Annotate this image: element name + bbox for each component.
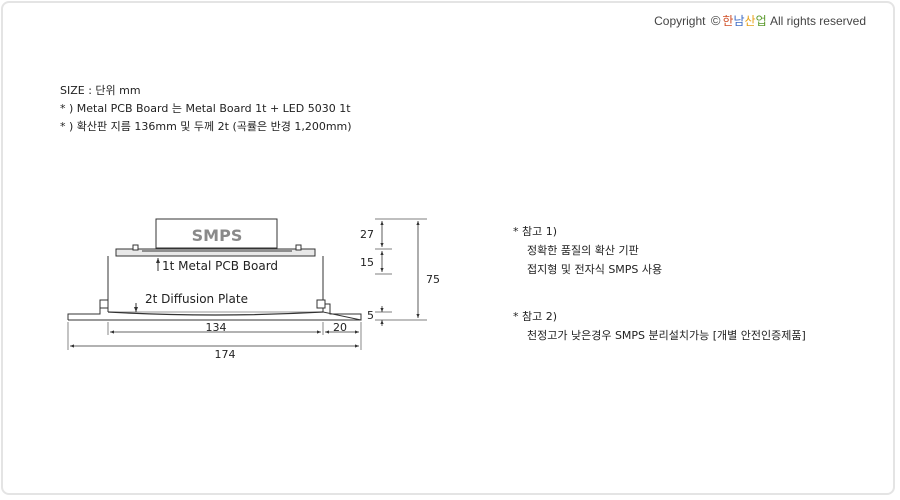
brand-char-4: 업 xyxy=(755,14,767,28)
copyright-symbol: © xyxy=(710,13,721,28)
dim-20: 20 xyxy=(333,321,347,334)
smps-label: SMPS xyxy=(192,226,243,245)
pcb-tab-right xyxy=(295,244,302,251)
dim-27: 27 xyxy=(360,228,374,241)
ref-1-line-1: 정확한 품질의 확산 기판 xyxy=(527,244,639,257)
smps-box xyxy=(155,218,278,249)
dim-174: 174 xyxy=(215,348,236,361)
note-unit: SIZE : 단위 mm xyxy=(60,84,141,97)
brand-char-1: 한 xyxy=(722,14,734,28)
pcb-board xyxy=(115,248,316,257)
reference-notes: * 참고 1) 정확한 품질의 확산 기판 접지형 및 전자식 SMPS 사용 … xyxy=(513,222,806,345)
housing-body xyxy=(107,256,324,304)
copyright-prefix: Copyright xyxy=(654,14,706,28)
note-pcb: * ) Metal PCB Board 는 Metal Board 1t + L… xyxy=(60,102,351,115)
copyright-notice: Copyright ©한남산업 All rights reserved xyxy=(654,12,866,29)
ref-2-line-1: 천정고가 낮은경우 SMPS 분리설치가능 [개별 안전인증제품] xyxy=(527,329,806,342)
dim-75: 75 xyxy=(426,273,440,286)
brand-char-2: 남 xyxy=(733,14,745,28)
note-diffuser: * ) 확산판 지름 136mm 및 두께 2t (곡률은 반경 1,200mm… xyxy=(60,120,352,133)
flange-bracket-right xyxy=(316,299,326,309)
pcb-tab-left xyxy=(132,244,139,251)
ref-2-heading: * 참고 2) xyxy=(513,310,558,323)
flange-bracket-left xyxy=(99,299,109,309)
copyright-suffix: All rights reserved xyxy=(769,14,866,28)
pcb-label: 1t Metal PCB Board xyxy=(162,259,278,273)
plate-label: 2t Diffusion Plate xyxy=(145,292,248,306)
dim-134: 134 xyxy=(206,321,227,334)
dim-15: 15 xyxy=(360,256,374,269)
dim-5: 5 xyxy=(367,309,374,322)
spec-notes: SIZE : 단위 mm * ) Metal PCB Board 는 Metal… xyxy=(60,82,352,136)
ref-1-line-2: 접지형 및 전자식 SMPS 사용 xyxy=(527,263,663,276)
diffusion-plate xyxy=(107,311,324,316)
ref-1-heading: * 참고 1) xyxy=(513,225,558,238)
brand-char-3: 산 xyxy=(744,14,756,28)
